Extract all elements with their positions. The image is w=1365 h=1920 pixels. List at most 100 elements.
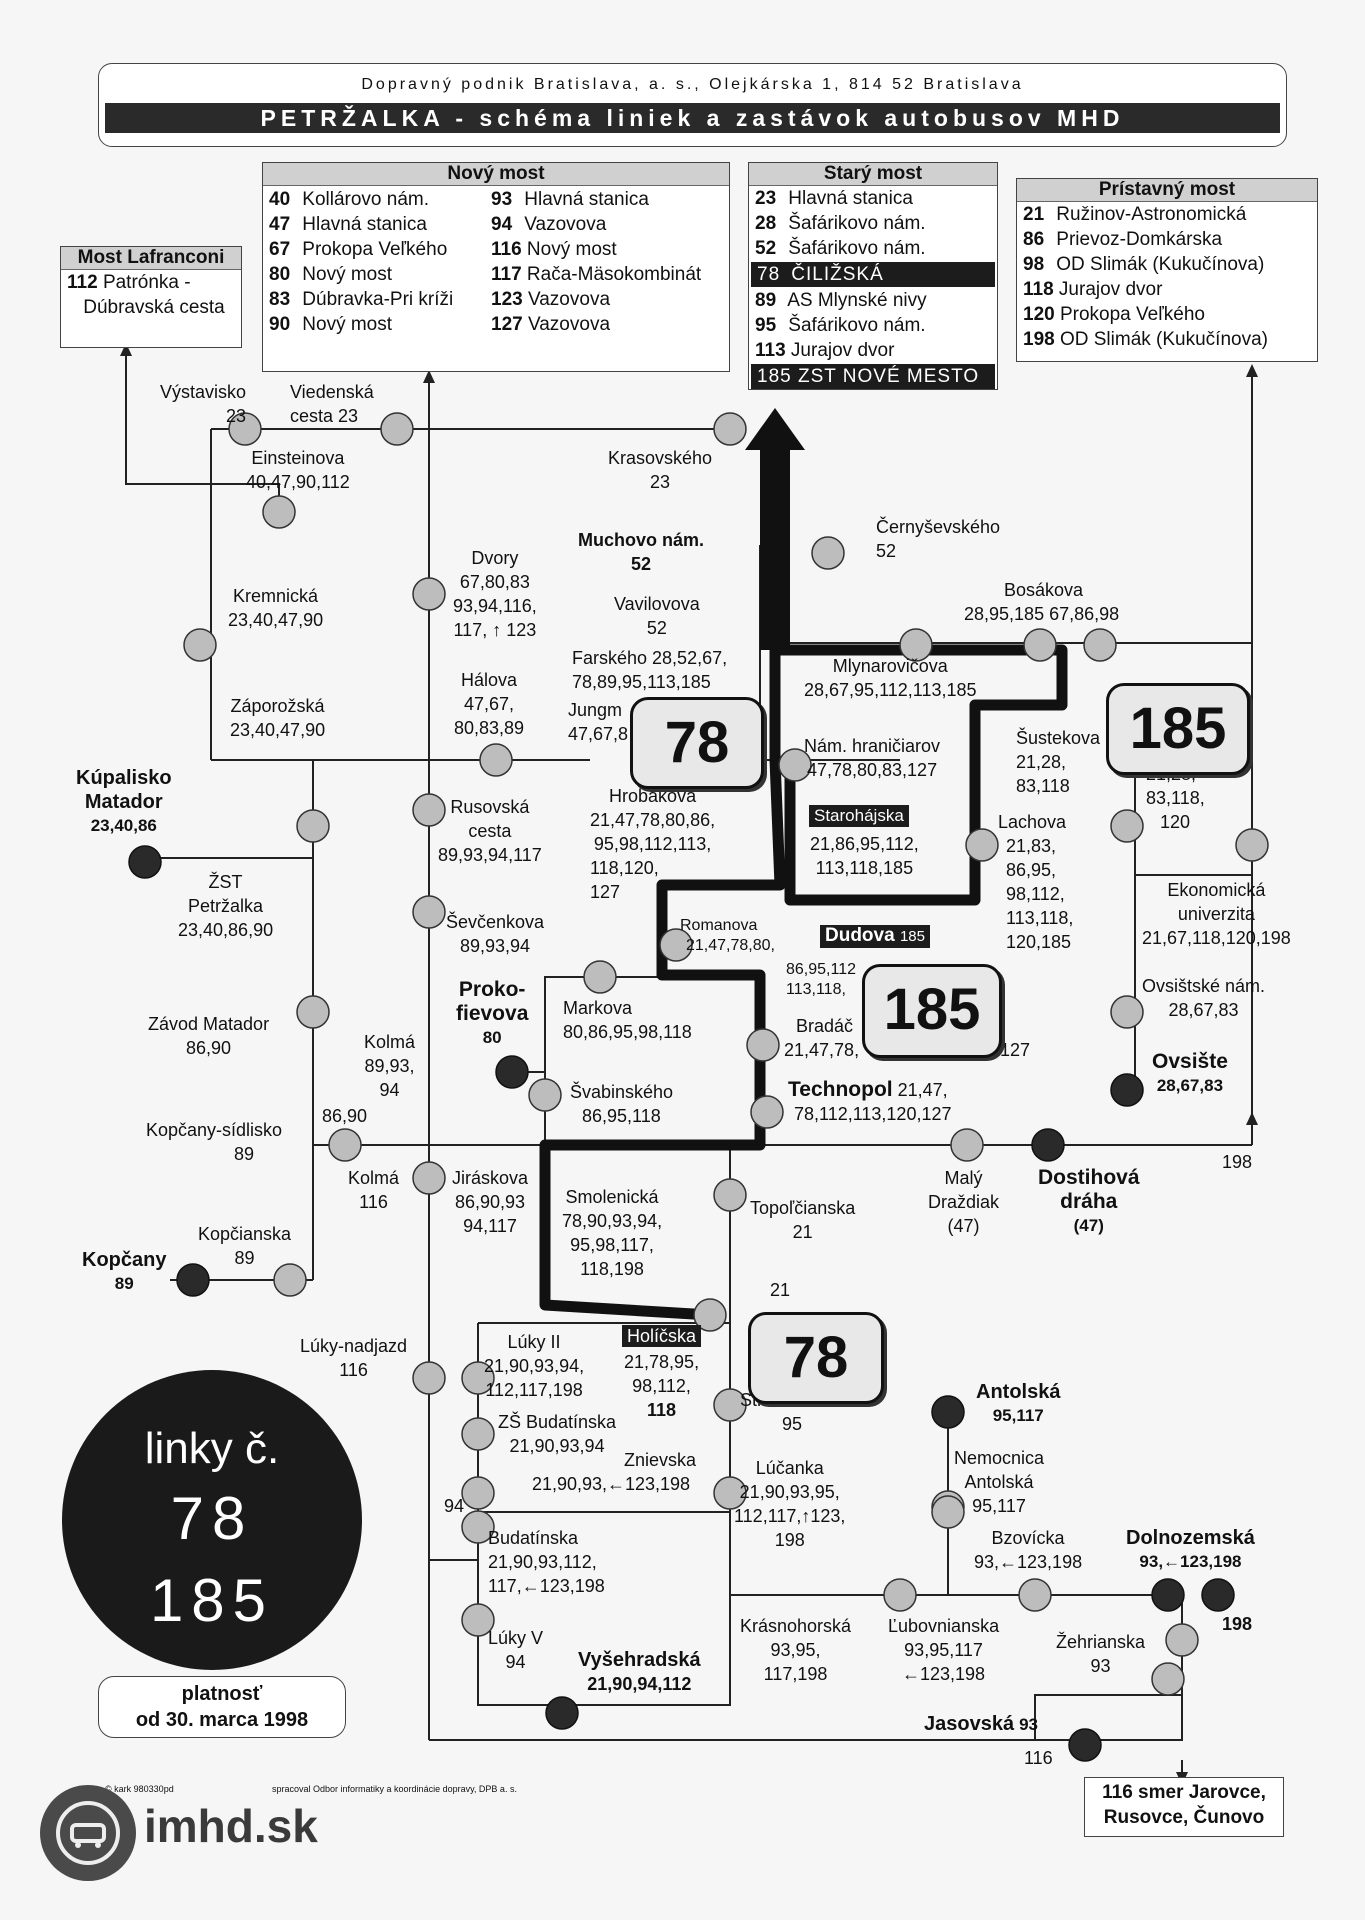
terminus-marker (1068, 1728, 1102, 1762)
stop-lines: 21,90,94,112 (587, 1674, 692, 1694)
stop-marker (1165, 1623, 1199, 1657)
stop-name: Mlynarovičova (832, 656, 948, 676)
stop-name: Smolenická (565, 1187, 659, 1207)
destination: Dúbravka-Pri kríži (297, 289, 454, 310)
stop-lines: 21,28, (1016, 752, 1067, 772)
north-arrow (745, 408, 805, 650)
box-title: Prístavný most (1017, 179, 1317, 202)
line-number: 80 (269, 264, 291, 285)
validity-date: od 30. marca 1998 (135, 1709, 309, 1731)
stop-lines: 93,95, (770, 1640, 821, 1660)
direction-line-2: Rusovce, Čunovo (1103, 1807, 1265, 1828)
routes-label: linky č. (144, 1424, 280, 1473)
stop-lines: 98,112, (1006, 884, 1065, 904)
stop-lines: 47,78,80,83,127 (806, 760, 938, 780)
badge-route-185-east: 185 (1106, 683, 1250, 775)
stop-lines: 94 (505, 1652, 526, 1672)
box-title: Starý most (749, 163, 997, 186)
stop-marker (950, 1128, 984, 1162)
destination: Prokopa Veľkého (297, 239, 448, 260)
stop-name: Ovsište (1152, 1050, 1228, 1073)
stop-lines: 21,90,93,94, (484, 1356, 585, 1376)
brand-name: imhd.sk (144, 1800, 318, 1852)
route-number-185: 185 (149, 1567, 275, 1634)
stop-holicska-tag: Holíčska (622, 1325, 702, 1347)
stop-marker (1083, 628, 1117, 662)
destination: ZST NOVÉ MESTO (791, 366, 980, 387)
badge-route-78-south: 78 (748, 1312, 884, 1404)
line-number: 113 (755, 340, 786, 361)
terminus-marker (1031, 1128, 1065, 1162)
destination: Nový most (521, 239, 617, 260)
stop-marker (296, 995, 330, 1029)
destination: Jurajov dvor (1053, 279, 1163, 300)
stop-lines: 28,67,83 (1168, 1000, 1239, 1020)
brand[interactable]: imhd.sk (40, 1785, 340, 1881)
routes-circle: linky č. 78 185 (62, 1370, 362, 1670)
stop-marker (461, 1417, 495, 1451)
line-number: 123 (491, 289, 523, 310)
destination: Kollárovo nám. (297, 189, 430, 210)
line-number: 89 (755, 290, 777, 311)
destination: Ružinov-Astronomická (1051, 204, 1247, 225)
imhd-logo-icon (40, 1785, 136, 1881)
destination: Šafárikovo nám. (783, 238, 926, 259)
stop-lines: 28,67,83 (1156, 1076, 1224, 1095)
stop-lines: 112,117,198 (485, 1380, 583, 1400)
stop-lines: 86,90 (186, 1038, 232, 1058)
direction-line-1: 116 smer Jarovce, (1102, 1782, 1266, 1803)
stop-lines: 80 (482, 1028, 502, 1047)
box-row: 118 Jurajov dvor (1017, 277, 1317, 302)
destination: ČILIŽSKÁ (785, 264, 884, 285)
destination: Šafárikovo nám. (783, 213, 926, 234)
stop-lines: 95,117 (972, 1496, 1026, 1516)
stop-lines: (47) (947, 1216, 980, 1236)
stop-lines: 21,83, (1006, 836, 1057, 856)
box-row: 116 Nový most (485, 237, 701, 262)
stop-lines: 78,89,95,113,185 (572, 672, 711, 692)
box-row: 117 Rača-Mäsokombinát (485, 262, 701, 287)
badge-route-185-center: 185 (862, 964, 1002, 1058)
stop-lines: 83,118, (1146, 788, 1205, 808)
stop-name: Matador (84, 791, 163, 813)
stop-name: Dolnozemská (1126, 1527, 1255, 1549)
route-number-78: 78 (170, 1485, 254, 1552)
stop-name: Farského 28,52,67, (572, 648, 728, 668)
stop-marker (1023, 628, 1057, 662)
line-number: 127 (491, 314, 523, 335)
stop-marker (750, 1095, 784, 1129)
stop-name: Lachova (998, 812, 1067, 832)
stop-lines: 86,90,93 (454, 1192, 526, 1212)
stop-name: Dvory (471, 548, 519, 568)
stop-marker (412, 1361, 446, 1395)
stop-lines: 94 (379, 1080, 400, 1100)
stop-marker (965, 828, 999, 862)
stop-marker (412, 895, 446, 929)
box-row: 89 AS Mlynské nivy (749, 288, 997, 313)
stop-marker (583, 960, 617, 994)
stop-lines: 117,←123,198 (488, 1576, 605, 1596)
stop-marker (713, 412, 747, 446)
line-number: 78 (757, 264, 781, 285)
stop-lines: 28,67,95,112,113,185 (804, 680, 977, 700)
box-row: 23 Hlavná stanica (749, 186, 997, 211)
terminus-marker (931, 1395, 965, 1429)
stop-name: Draždiak (928, 1192, 1000, 1212)
stop-lines: 21,67,118,120,198 (1142, 928, 1291, 948)
